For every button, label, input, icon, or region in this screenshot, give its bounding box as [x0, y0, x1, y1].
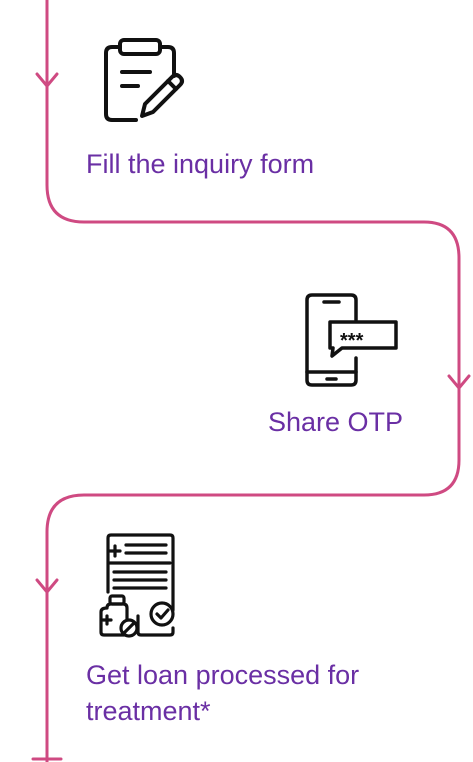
clipboard-pencil-icon	[104, 38, 184, 122]
svg-text:***: ***	[340, 330, 364, 352]
phone-otp-icon: ***	[305, 293, 398, 387]
step-3-label-line2: treatment*	[86, 696, 211, 726]
arrow-down-icon	[35, 72, 59, 88]
arrow-down-icon	[447, 374, 471, 390]
step-3-label-line1: Get loan processed for	[86, 660, 360, 690]
step-1-label: Fill the inquiry form	[86, 149, 315, 179]
step-2-label: Share OTP	[268, 407, 404, 437]
arrow-down-icon	[35, 578, 59, 594]
medical-report-icon	[99, 533, 175, 638]
